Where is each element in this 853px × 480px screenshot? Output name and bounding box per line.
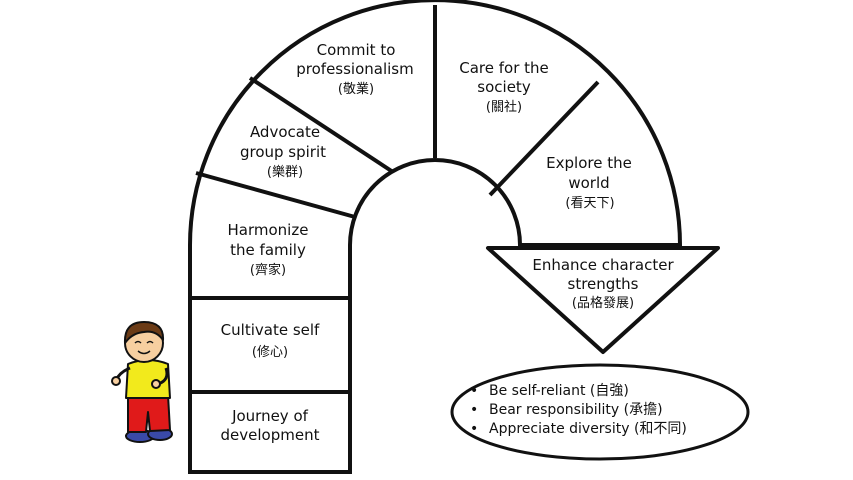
- divider-advocate-commit: [248, 76, 395, 174]
- divider-harmonize-advocate: [195, 171, 356, 219]
- stage-commit-sub: (敬業): [338, 81, 374, 97]
- boy-eye-left: [134, 340, 142, 344]
- boy-right-hand: [151, 379, 161, 389]
- stage-explore: Explore the world (看天下): [546, 154, 632, 211]
- outcomes-ellipse: [450, 363, 750, 461]
- enhance-arrow: [486, 246, 720, 354]
- stage-care: Care for the society (關社): [459, 59, 549, 115]
- outcome-bullet: •: [470, 421, 478, 437]
- stage-commit-line1: Commit to: [317, 41, 396, 59]
- stage-journey: Journey of development: [221, 407, 320, 444]
- stage-cultivate-box: [188, 296, 352, 394]
- stage-journey-line1: Journey of: [231, 407, 309, 425]
- boy-smile: [137, 350, 151, 355]
- stage-explore-line2: world: [568, 174, 609, 192]
- boy-hair: [123, 321, 165, 344]
- boy-eye-right: [146, 340, 154, 344]
- stage-cultivate-sub: (修心): [252, 345, 288, 360]
- stage-harmonize: Harmonize the family (齊家): [228, 221, 309, 278]
- outcome-item: Appreciate diversity (和不同): [489, 421, 687, 437]
- stage-cultivate-line1: Cultivate self: [221, 321, 320, 339]
- boy-pants: [127, 394, 171, 433]
- outcome-bullet: •: [470, 402, 478, 418]
- stage-advocate-sub: (樂群): [267, 164, 303, 180]
- stage-advocate-line2: group spirit: [240, 143, 326, 161]
- stage-explore-sub: (看天下): [565, 195, 614, 211]
- stage-journey-line2: development: [221, 426, 320, 444]
- stage-care-line1: Care for the: [459, 59, 549, 77]
- stage-commit: Commit to professionalism (敬業): [296, 41, 413, 97]
- stage-journey-box: [188, 390, 352, 474]
- boy-illustration: [111, 321, 173, 443]
- boy-shirt: [125, 359, 171, 399]
- arrow-sub: (品格發展): [572, 295, 634, 311]
- stage-commit-line2: professionalism: [296, 60, 413, 78]
- stage-harmonize-sub: (齊家): [250, 262, 286, 278]
- stage-explore-line1: Explore the: [546, 154, 632, 172]
- stage-harmonize-line1: Harmonize: [228, 221, 309, 239]
- stage-advocate: Advocate group spirit (樂群): [240, 123, 326, 180]
- stage-care-sub: (關社): [486, 99, 522, 115]
- stage-advocate-line1: Advocate: [250, 123, 320, 141]
- arch-dividers: [195, 5, 600, 219]
- track-straight: [188, 296, 352, 474]
- stage-harmonize-line2: the family: [230, 241, 306, 259]
- outcome-item: Be self-reliant (自強): [489, 383, 629, 399]
- arrow-line2: strengths: [568, 275, 639, 293]
- arrow-line1: Enhance character: [532, 256, 674, 274]
- boy-left-hand: [111, 376, 121, 386]
- stage-cultivate: Cultivate self (修心): [221, 321, 320, 360]
- divider-care-explore: [488, 80, 600, 197]
- arrow-text: Enhance character strengths (品格發展): [532, 256, 674, 311]
- outcomes-list: • Be self-reliant (自強) • Bear responsibi…: [470, 383, 687, 437]
- stage-care-line2: society: [477, 78, 531, 96]
- outcome-bullet: •: [470, 383, 478, 399]
- outcome-item: Bear responsibility (承擔): [489, 402, 663, 418]
- track-arch: [188, 0, 683, 300]
